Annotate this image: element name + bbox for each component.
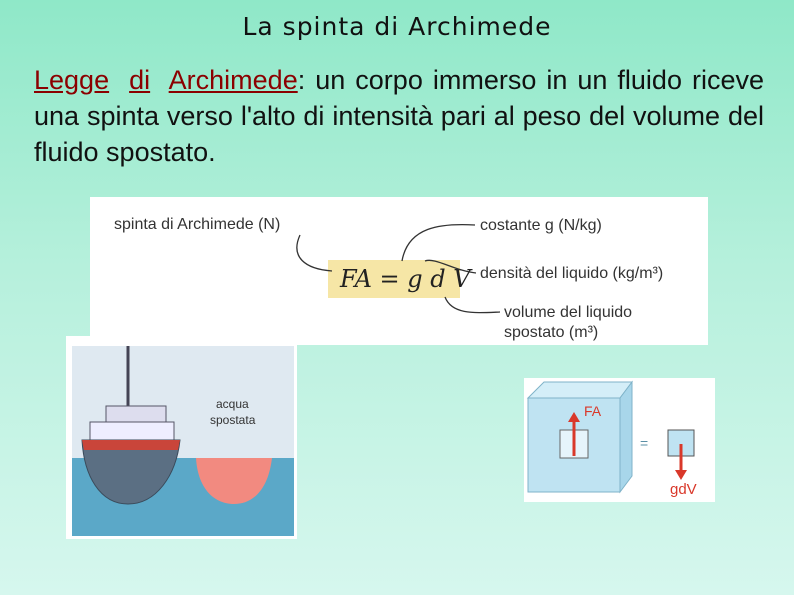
ship-stripe: [82, 440, 180, 450]
law-colon: :: [297, 65, 306, 95]
cube-figure: FA = gdV: [524, 378, 715, 502]
formula-expression: FA = g d V: [339, 265, 473, 293]
label-acqua: acqua: [216, 397, 249, 411]
label-costante-g: costante g (N/kg): [480, 217, 602, 234]
ship-hull: [81, 439, 181, 505]
ship-bridge: [105, 405, 167, 425]
leader-g: [401, 223, 476, 262]
ship-svg: acqua spostata: [72, 346, 294, 536]
cube-svg: FA = gdV: [526, 380, 697, 498]
displaced-water-shape: [196, 458, 272, 504]
ship-deck: [89, 421, 175, 441]
weight-arrowhead: [675, 470, 687, 480]
leader-d: [424, 259, 477, 274]
tank-top: [526, 381, 633, 399]
label-volume-line2: spostato (m³): [504, 324, 598, 341]
law-term-archimede: Archimede: [168, 65, 298, 95]
label-fa: FA: [584, 403, 602, 419]
tank-side: [619, 380, 633, 494]
law-term-legge: Legge: [34, 65, 110, 95]
label-gdv: gdV: [670, 481, 697, 498]
leader-spinta: [296, 234, 333, 272]
ship-figure: acqua spostata: [66, 336, 297, 539]
label-equals: =: [640, 435, 648, 451]
law-statement: Legge di Archimede: un corpo immerso in …: [34, 62, 764, 170]
formula-highlight: [328, 260, 460, 298]
label-volume-line1: volume del liquido: [504, 304, 632, 321]
law-term-di: di: [129, 65, 151, 95]
slide-title: La spinta di Archimede: [242, 12, 552, 41]
leader-v: [444, 296, 501, 314]
formula-svg: spinta di Archimede (N) costante g (N/kg…: [114, 216, 663, 341]
label-spinta: spinta di Archimede (N): [114, 216, 280, 233]
buoyancy-arrowhead: [568, 412, 580, 422]
label-densita: densità del liquido (kg/m³): [480, 265, 663, 282]
label-spostata: spostata: [210, 413, 256, 427]
formula-diagram: spinta di Archimede (N) costante g (N/kg…: [90, 197, 708, 345]
law-body: un corpo immerso in un fluido riceve una…: [34, 65, 764, 167]
